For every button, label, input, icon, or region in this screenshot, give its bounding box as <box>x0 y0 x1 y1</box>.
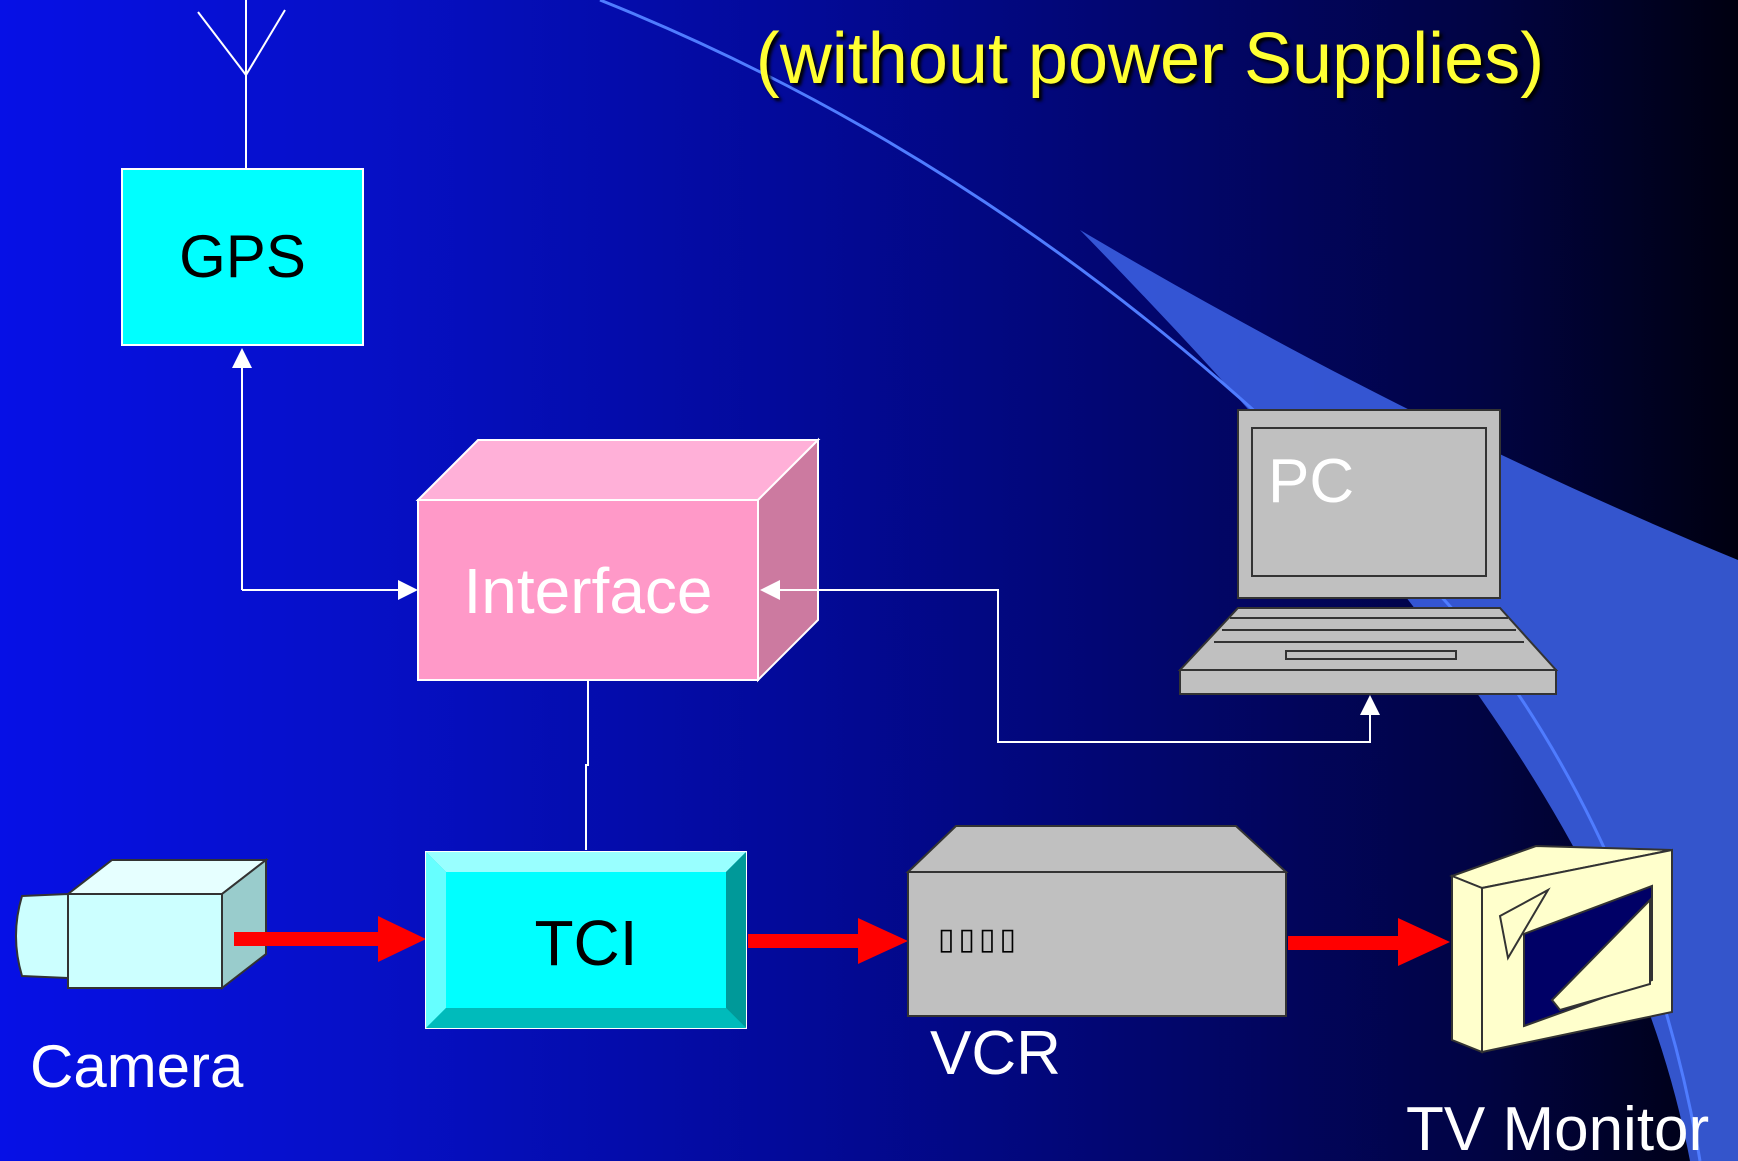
camera-label: Camera <box>30 1033 244 1100</box>
gps-interface-connector <box>241 352 412 591</box>
antenna-icon <box>197 0 286 170</box>
vcr-label: VCR <box>930 1019 1061 1088</box>
arrowhead-right <box>398 580 418 600</box>
arrowhead-up <box>232 348 252 368</box>
pc-label: PC <box>1268 447 1355 516</box>
interface-box <box>415 437 821 683</box>
vcr-tv-video-arrow <box>1288 918 1450 966</box>
vcr-icon <box>905 825 1289 1017</box>
camera-tci-video-arrow <box>234 916 426 962</box>
tci-label: TCI <box>534 907 638 979</box>
tv-monitor-icon <box>1449 844 1673 1054</box>
swoosh-band <box>1080 230 1738 1161</box>
gps-box <box>121 168 364 346</box>
vcr-buttons: ▯▯▯▯ <box>938 923 1021 956</box>
camera-icon <box>15 857 269 991</box>
tv-monitor-label: TV Monitor <box>1406 1095 1710 1161</box>
tci-box <box>425 851 747 1029</box>
interface-label: Interface <box>463 555 713 627</box>
tci-vcr-video-arrow <box>748 918 908 964</box>
arrowhead-left <box>760 580 780 600</box>
gps-label: GPS <box>179 223 306 290</box>
laptop-icon <box>1177 409 1559 695</box>
slide-title: (without power Supplies) <box>755 19 1545 99</box>
interface-tci-connector <box>585 680 589 850</box>
arrowhead-up-pc <box>1360 695 1380 715</box>
pc-interface-connector <box>768 589 1371 743</box>
